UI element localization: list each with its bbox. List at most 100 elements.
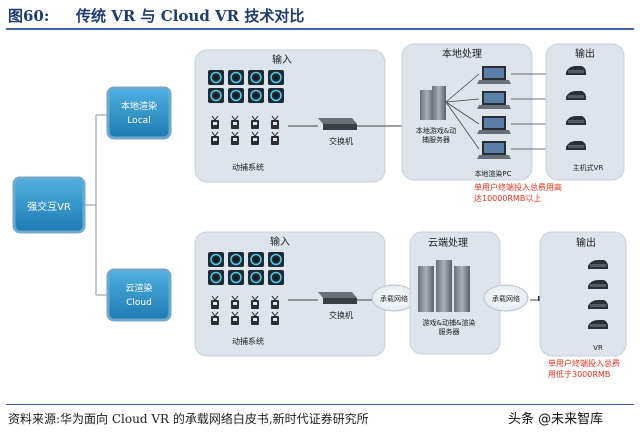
mocap-tracker-icon xyxy=(231,131,239,145)
header-rule xyxy=(6,28,634,30)
camera-icon xyxy=(248,70,264,85)
vr-headset-icon xyxy=(588,300,608,309)
local-name: 本地渲染 xyxy=(121,100,157,112)
local-render-node: 本地渲染 Local xyxy=(106,86,172,140)
tree-connectors xyxy=(85,114,108,296)
bottom-vr-label: VR xyxy=(593,344,603,352)
mocap-tracker-icon xyxy=(251,115,259,129)
mocap-tracker-icon xyxy=(251,295,259,309)
mocap-tracker-icon xyxy=(271,131,279,145)
camera-icon xyxy=(248,252,264,267)
figure-title: 传统 VR 与 Cloud VR 技术对比 xyxy=(76,7,305,25)
vr-headset-icon xyxy=(566,141,586,150)
server-laptop-link xyxy=(445,73,480,103)
top-proc-panel: 本地处理 本地游戏&动捕服务器 本地渲染PC xyxy=(401,43,564,181)
camera-grid xyxy=(208,252,284,285)
mocap-tracker-icon xyxy=(231,295,239,309)
vr-headset-icon xyxy=(566,116,586,125)
vr-headsets xyxy=(566,66,586,150)
bottom-output-title: 输出 xyxy=(576,236,596,249)
mocap-tracker-icon xyxy=(211,115,219,129)
mocap-tracker-icon xyxy=(271,115,279,129)
top-switch-label: 交换机 xyxy=(329,136,353,146)
footer-rule xyxy=(6,404,634,405)
mocap-devices xyxy=(211,295,279,325)
camera-icon xyxy=(268,70,284,85)
camera-icon xyxy=(268,252,284,267)
vr-comparison-diagram: 强交互VR 本地渲染 Local 云渲染 Cloud 输入 动捕系统 交换机 本… xyxy=(12,43,627,379)
top-switch: 交换机 xyxy=(318,118,357,146)
camera-icon xyxy=(208,70,224,85)
footer: 资料来源:华为面向 Cloud VR 的承载网络白皮书,新时代证券研究所 头条 … xyxy=(0,404,640,435)
mocap-tracker-icon xyxy=(211,295,219,309)
vr-headset-icon xyxy=(588,260,608,269)
laptop-icon xyxy=(477,141,511,159)
cloud-en: Cloud xyxy=(126,298,152,308)
camera-icon xyxy=(208,252,224,267)
bottom-output-panel: 输出 VR xyxy=(539,231,627,357)
top-input-title: 输入 xyxy=(272,53,292,66)
net2-label: 承载网络 xyxy=(492,294,520,303)
vr-headsets xyxy=(588,260,608,329)
source-note: 资料来源:华为面向 Cloud VR 的承载网络白皮书,新时代证券研究所 xyxy=(8,412,369,426)
local-en: Local xyxy=(127,116,150,126)
mocap-tracker-icon xyxy=(211,311,219,325)
camera-icon xyxy=(228,252,244,267)
mocap-tracker-icon xyxy=(271,311,279,325)
camera-icon xyxy=(208,88,224,103)
top-console-label: 主机式VR xyxy=(573,163,604,172)
top-mocap-label: 动捕系统 xyxy=(232,162,264,172)
vr-headset-icon xyxy=(566,91,586,100)
bottom-input-title: 输入 xyxy=(270,235,290,248)
figure-number: 图60: xyxy=(8,7,50,25)
mocap-tracker-icon xyxy=(271,295,279,309)
bottom-switch-label: 交换机 xyxy=(329,310,353,320)
figure-header: 图60: 传统 VR 与 Cloud VR 技术对比 xyxy=(0,0,640,28)
bottom-mocap-label: 动捕系统 xyxy=(232,336,264,346)
laptop-icon xyxy=(477,66,511,84)
camera-icon xyxy=(248,88,264,103)
server-laptop-link xyxy=(445,101,480,150)
top-pc-label: 本地渲染PC xyxy=(474,169,511,178)
top-input-panel: 输入 动捕系统 xyxy=(194,49,386,183)
top-cost-note: 单用户终端投入总费用高达10000RMB以上 xyxy=(474,182,562,203)
top-proc-title: 本地处理 xyxy=(442,47,482,60)
server-icon xyxy=(420,86,446,120)
network-cloud-2: 承载网络 xyxy=(483,284,529,312)
bottom-switch: 交换机 xyxy=(318,292,357,320)
laptop-icon xyxy=(477,116,511,134)
camera-icon xyxy=(248,270,264,285)
server-laptop-link xyxy=(445,101,480,125)
vr-headset-icon xyxy=(588,320,608,329)
mocap-tracker-icon xyxy=(211,131,219,145)
bottom-proc-panel: 云端处理 游戏&动捕&渲染服务器 xyxy=(409,231,501,355)
mocap-tracker-icon xyxy=(251,131,259,145)
server-rack-icon xyxy=(418,260,470,312)
vr-headset-icon xyxy=(566,66,586,75)
camera-grid xyxy=(208,70,284,103)
top-output-panel: 输出 主机式VR xyxy=(545,43,625,181)
net1-label: 承载网络 xyxy=(380,294,408,303)
bottom-server-label: 游戏&动捕&渲染服务器 xyxy=(423,318,476,336)
mocap-tracker-icon xyxy=(251,311,259,325)
camera-icon xyxy=(268,88,284,103)
mocap-tracker-icon xyxy=(231,311,239,325)
mocap-devices xyxy=(211,115,279,145)
bottom-proc-title: 云端处理 xyxy=(428,236,468,249)
root-node: 强交互VR xyxy=(12,176,86,234)
camera-icon xyxy=(228,88,244,103)
camera-icon xyxy=(228,270,244,285)
root-label: 强交互VR xyxy=(27,200,71,213)
cloud-render-node: 云渲染 Cloud xyxy=(106,268,172,322)
camera-icon xyxy=(228,70,244,85)
camera-icon xyxy=(268,270,284,285)
watermark: 头条 @未来智库 xyxy=(508,412,604,427)
cloud-name: 云渲染 xyxy=(125,282,152,294)
vr-headset-icon xyxy=(588,280,608,289)
server-laptop-link xyxy=(445,98,480,103)
bottom-input-panel: 输入 动捕系统 xyxy=(194,231,386,357)
network-cloud-1: 承载网络 xyxy=(371,284,417,312)
render-pc-laptops xyxy=(445,66,564,159)
top-server-label: 本地游戏&动捕服务器 xyxy=(416,126,456,144)
mocap-tracker-icon xyxy=(231,115,239,129)
